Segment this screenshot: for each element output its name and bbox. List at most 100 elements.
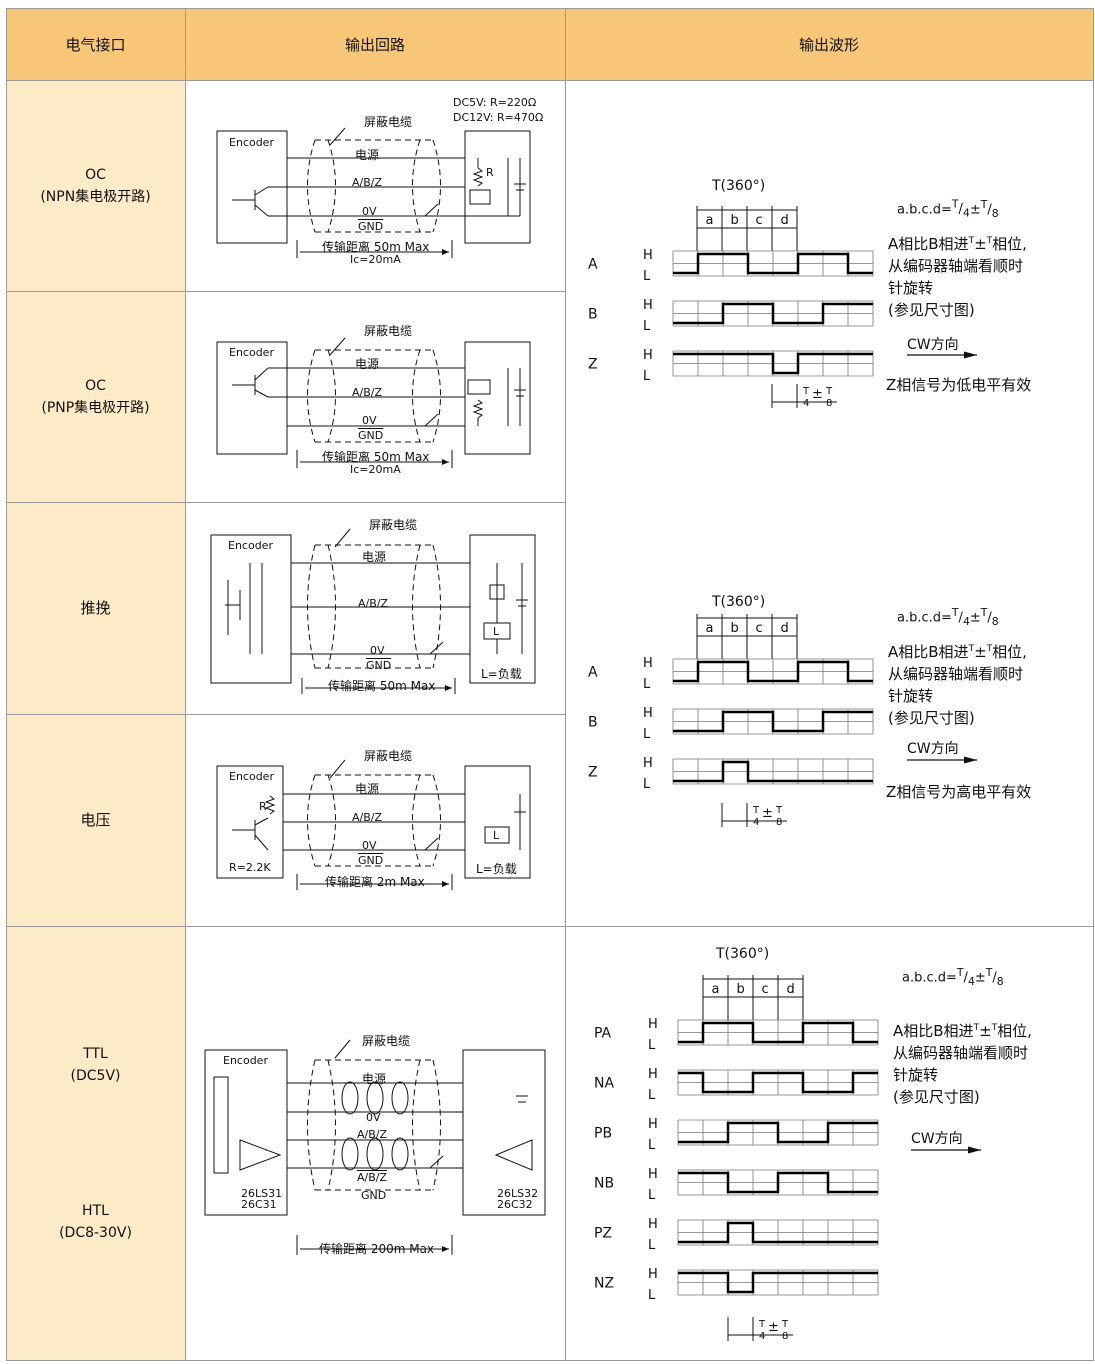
w3-channel-PZ: PZ [594,1226,612,1242]
pnp-power: 电源 [355,357,380,371]
pp-l: L [493,625,500,638]
w1-pm: ± [969,202,981,218]
w3-frac-b-num: T [985,966,993,979]
row-npn-line1: OC [85,166,106,183]
w2-z-note: Z相信号为高电平有效 [886,783,1032,801]
row-ttl-line2: (DC5V) [70,1067,121,1084]
w3-h-label: H [648,1167,658,1182]
row-ttl-line1: TTL [83,1045,108,1062]
t-gnd: GND [361,1189,387,1202]
w2-channel-B: B [588,715,598,731]
row-pnp-line2: (PNP集电极开路) [41,399,150,416]
w2-h-label: H [643,656,653,671]
w2-channel-Z: Z [588,765,598,781]
v-gnd: GND [358,854,384,867]
w3-abcd-d: d [787,982,795,997]
w2-b-t2: T [775,805,783,816]
w3-cw: CW方向 [911,1131,963,1147]
w3-frac-a-den: 4 [967,974,975,988]
v-r22: R=2.2K [229,861,271,874]
npn-distance: 传输距离 50m Max [322,240,430,254]
w3-period: T(360°) [716,946,770,962]
w3-line1-b: 相位, [997,1022,1032,1040]
w1-frac-b-den: 8 [991,206,999,220]
w1-l-label: L [643,369,651,384]
w3-line2: 从编码器轴端看顺时 [893,1044,1029,1062]
row-voltage-label: 电压 [6,714,185,926]
pnp-distance: 传输距离 50m Max [322,450,430,464]
w3-line1-a: A相比B相进 [893,1022,974,1040]
t-ls31: 26LS31 [241,1187,283,1200]
w1-line1-pm: ± [974,235,987,253]
row-pushpull-line1: 推挽 [80,599,111,617]
t-abz: A/B/Z [357,1128,388,1141]
w1-formula-label: a.b.c.d= [897,202,952,218]
t-encoder: Encoder [223,1054,268,1067]
w3-h-label: H [648,1017,658,1032]
w3-line4: (参见尺寸图) [893,1088,980,1106]
w3-b-4: 4 [759,1331,765,1342]
npn-ic: Ic=20mA [350,253,401,266]
t-c31: 26C31 [241,1198,277,1211]
w3-description: A相比B相进T±T相位, 从编码器轴端看顺时 针旋转 (参见尺寸图) [893,1017,1032,1108]
w1-formula: a.b.c.d=T/4±T/8 [897,198,999,220]
w2-line1-t: T [968,644,975,654]
w1-wave-A [673,252,873,275]
w3-channel-NA: NA [594,1076,614,1092]
w2-wave-B [673,710,873,733]
w1-abcd-a: a [706,213,714,228]
w1-line2: 从编码器轴端看顺时 [888,257,1024,275]
w3-wave-PB [678,1121,878,1144]
w3-wave-NB [678,1171,878,1194]
npn-gnd: GND [358,220,384,233]
w2-period: T(360°) [712,594,766,610]
w3-l-label: L [648,1188,656,1203]
w2-abcd-a: a [706,621,714,636]
v-r: R [259,800,267,813]
w1-line1-b: 相位, [992,235,1027,253]
w3-abcd-c: c [762,982,769,997]
pp-abz: A/B/Z [358,597,389,610]
w2-pm: ± [969,610,981,626]
w1-line1-a: A相比B相进 [888,235,969,253]
w2-cw: CW方向 [907,741,959,757]
w2-frac-a-den: 4 [962,614,970,628]
npn-note1: DC5V: R=220Ω [453,96,537,109]
w3-h-label: H [648,1067,658,1082]
w1-wave-Z [673,352,873,375]
w1-l-label: L [643,269,651,284]
w3-line3: 针旋转 [893,1066,939,1084]
pp-distance: 传输距离 50m Max [328,679,436,693]
w2-h-label: H [643,756,653,771]
pp-gnd: GND [366,659,392,672]
w3-line1-pm: ± [979,1022,992,1040]
w2-channel-A: A [588,665,598,681]
npn-abz: A/B/Z [352,176,383,189]
w3-l-label: L [648,1088,656,1103]
w3-formula: a.b.c.d=T/4±T/8 [902,966,1004,988]
header-circuit-label: 输出回路 [344,35,405,54]
w2-line1-t2: T [986,644,993,654]
w3-channel-NB: NB [594,1176,614,1192]
w3-h-label: H [648,1217,658,1232]
pnp-shield: 屏蔽电缆 [364,324,413,338]
w1-description: A相比B相进T±T相位, 从编码器轴端看顺时 针旋转 (参见尺寸图) [888,230,1027,321]
voltage-circuit [216,759,531,890]
npn-power: 电源 [355,148,380,162]
w2-b-t1: T [752,805,760,816]
t-shield: 屏蔽电缆 [362,1034,411,1048]
w3-h-label: H [648,1267,658,1282]
w1-l-label: L [643,319,651,334]
w1-z-note: Z相信号为低电平有效 [886,376,1032,394]
w3-b-8: 8 [782,1331,788,1342]
w1-channel-Z: Z [588,357,598,373]
row-htl-group: HTL(DC8-30V) [59,1200,132,1244]
w3-wave-NZ [678,1271,878,1294]
w1-frac-a: T/4 [951,198,970,220]
w1-line1-t2: T [986,236,993,246]
w2-line4: (参见尺寸图) [888,709,975,727]
w1-abcd-d: d [781,213,789,228]
w1-cw: CW方向 [907,337,959,353]
w1-b-4: 4 [803,398,809,409]
row-pnp-label: OC (PNP集电极开路) [6,291,185,502]
